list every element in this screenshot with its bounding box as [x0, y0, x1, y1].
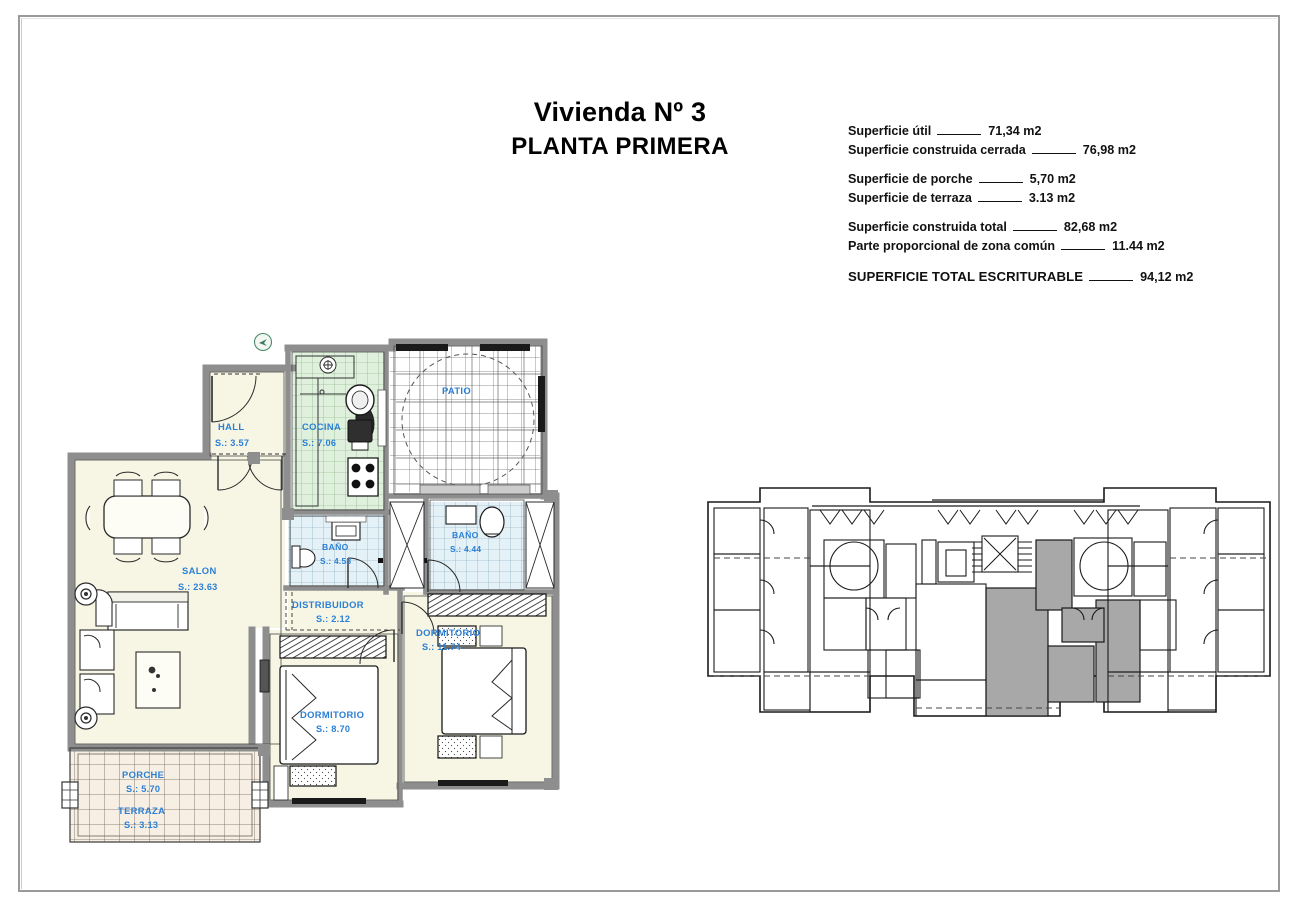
room-label-distribuidor: DISTRIBUIDOR: [292, 599, 364, 610]
spec-label: SUPERFICIE TOTAL ESCRITURABLE: [848, 268, 1084, 284]
porche-detail: [61, 747, 269, 843]
wardrobe-hatch: [427, 593, 547, 617]
distribuidor-floor-fill: [288, 590, 400, 630]
dormitorio2-furniture: [259, 629, 395, 804]
spec-label: Superficie construida cerrada: [848, 142, 1026, 157]
coffee-table: [135, 651, 181, 709]
room-label-dormitorio-2: DORMITORIO: [300, 709, 364, 720]
room-label-bano-1: BAÑO: [322, 542, 349, 552]
kitchen-stove: [347, 457, 379, 497]
spec-rule: [1089, 279, 1134, 281]
spec-rule: [1061, 248, 1106, 250]
spec-value: 82,68 m2: [1063, 220, 1118, 235]
highlighted-unit: [985, 539, 1141, 717]
closet-panels: [389, 501, 555, 589]
plan-geometry: HALL S.: 3.57 COCINA S.: 7.06 PATIO SALO…: [61, 332, 560, 843]
spec-value: 5,70 m2: [1029, 172, 1076, 187]
room-label-dormitorio-1: DORMITORIO: [416, 627, 480, 638]
spec-line-construida-cerrada: Superficie construida cerrada 76,98 m2: [848, 142, 1268, 157]
spec-label: Parte proporcional de zona común: [848, 238, 1056, 253]
spec-label: Superficie de terraza: [848, 190, 972, 205]
cocina-fittings: [295, 355, 387, 507]
room-area-bano-1: S.: 4.58: [320, 556, 351, 566]
dormitorio1-furniture: [401, 593, 547, 786]
room-area-dormitorio-1: S.: 11.74: [422, 642, 462, 652]
bano1-fittings: [291, 515, 383, 589]
right-block: [1107, 507, 1265, 713]
wardrobe-hatch-2: [279, 635, 387, 659]
hall-floor-fill: [208, 370, 286, 458]
distribuidor-openings: [285, 592, 400, 631]
spec-value: 94,12 m2: [1140, 269, 1194, 284]
room-area-salon: S.: 23.63: [178, 582, 218, 592]
page-subtitle: PLANTA PRIMERA: [511, 133, 729, 161]
title-block: Vivienda Nº 3 PLANTA PRIMERA: [430, 97, 810, 162]
patio-detail: [396, 344, 545, 495]
north-arrow-icon: [253, 332, 273, 352]
room-area-distribuidor: S.: 2.12: [316, 614, 350, 624]
bano2-floor-fill: [428, 502, 526, 592]
spec-group-outdoor: Superficie de porche 5,70 m2 Superficie …: [848, 173, 1268, 204]
spec-line-porche: Superficie de porche 5,70 m2: [848, 173, 1268, 186]
spec-group-escriturable: SUPERFICIE TOTAL ESCRITURABLE 94,12 m2: [848, 268, 1268, 284]
spec-label: Superficie útil: [848, 124, 932, 138]
stair-core: [921, 535, 1032, 585]
spec-rule: [1012, 230, 1057, 232]
patio-window: [538, 376, 545, 432]
room-label-patio: PATIO: [442, 385, 471, 396]
room-label-terraza: TERRAZA: [118, 805, 165, 816]
floor-medallions: [74, 582, 98, 730]
room-area-porche: S.: 5.70: [126, 784, 160, 794]
terrace-dashed: [714, 557, 1266, 709]
room-label-cocina: COCINA: [302, 421, 341, 432]
kitchen-sink: [345, 384, 375, 451]
building-key-plan: [700, 480, 1280, 730]
room-area-cocina: S.: 7.06: [302, 438, 336, 448]
room-area-dormitorio-2: S.: 8.70: [316, 724, 350, 734]
room-label-salon: SALON: [182, 565, 217, 576]
spec-label: Superficie de porche: [848, 172, 973, 187]
porche-floor-fill: [70, 748, 260, 842]
wall-endcaps: [248, 452, 558, 790]
room-labels: HALL S.: 3.57 COCINA S.: 7.06 PATIO SALO…: [118, 385, 481, 830]
key-plan-geometry: [707, 487, 1271, 717]
spec-label: Superficie construida total: [848, 220, 1007, 235]
room-label-porche: PORCHE: [122, 769, 164, 780]
salon-furniture: [74, 471, 209, 730]
floor-plan-drawing: HALL S.: 3.57 COCINA S.: 7.06 PATIO SALO…: [60, 330, 660, 860]
spec-value: 71,34 m2: [988, 124, 1042, 138]
room-area-bano-2: S.: 4.44: [450, 544, 481, 554]
spec-group-areas: Superficie útil 71,34 m2 Superficie cons…: [848, 125, 1268, 156]
sofa: [95, 589, 189, 631]
facade-details: [812, 499, 1140, 525]
room-area-hall: S.: 3.57: [215, 438, 249, 448]
spec-rule: [977, 200, 1022, 202]
spec-value: 3.13 m2: [1028, 190, 1076, 205]
double-bed: [441, 647, 527, 735]
spec-value: 11.44 m2: [1112, 238, 1165, 253]
spec-line-superficie-util: Superficie útil 71,34 m2: [848, 125, 1268, 138]
spec-value: 76,98 m2: [1082, 142, 1136, 157]
room-label-hall: HALL: [218, 421, 244, 432]
spec-rule: [978, 182, 1023, 184]
single-bed: [279, 665, 379, 765]
spec-line-construida-total: Superficie construida total 82,68 m2: [848, 221, 1268, 234]
centre-unit: [885, 583, 987, 717]
room-area-terraza: S.: 3.13: [124, 820, 158, 830]
bano2-fittings: [422, 505, 505, 593]
spec-rule: [937, 134, 982, 135]
spec-rule: [1031, 152, 1076, 154]
spec-line-zona-comun: Parte proporcional de zona común 11.44 m…: [848, 240, 1268, 253]
patio-floor-fill: [390, 344, 540, 492]
page-title: Vivienda Nº 3: [533, 97, 707, 127]
room-label-bano-2: BAÑO: [452, 530, 479, 540]
surface-specifications: Superficie útil 71,34 m2 Superficie cons…: [848, 125, 1268, 283]
spec-line-terraza: Superficie de terraza 3.13 m2: [848, 192, 1268, 205]
spec-line-total-escriturable: SUPERFICIE TOTAL ESCRITURABLE 94,12 m2: [848, 268, 1268, 284]
dining-table: [85, 471, 209, 563]
spec-group-totals: Superficie construida total 82,68 m2 Par…: [848, 221, 1268, 252]
